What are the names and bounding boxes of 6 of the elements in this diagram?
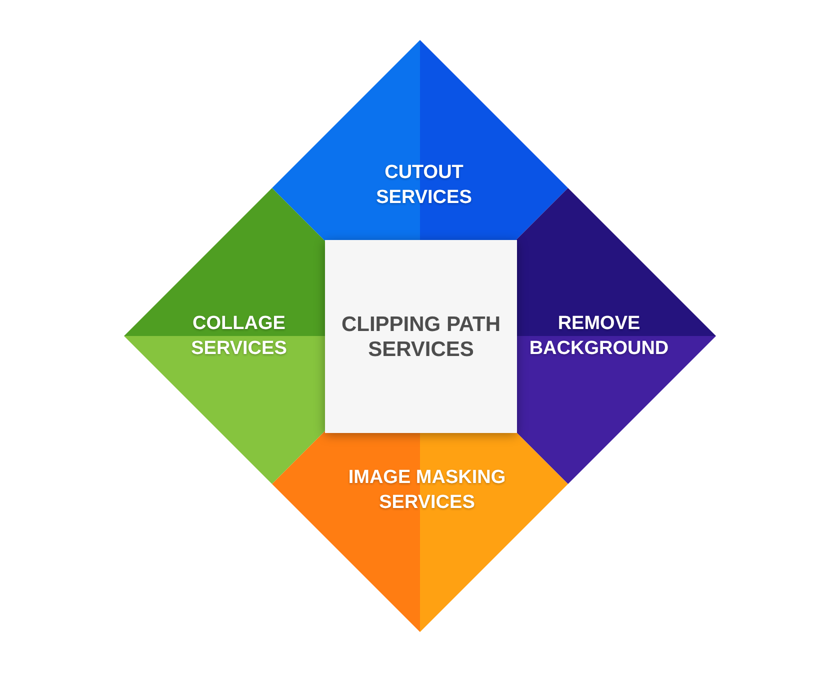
segment-label: CUTOUT SERVICES [375, 161, 473, 210]
center-card [325, 240, 517, 433]
segment-label: REMOVE BACKGROUND [528, 312, 670, 361]
segment-label: COLLAGE SERVICES [190, 312, 288, 361]
segment-label: IMAGE MASKING SERVICES [347, 466, 507, 515]
center-label: CLIPPING PATH SERVICES [340, 312, 502, 362]
